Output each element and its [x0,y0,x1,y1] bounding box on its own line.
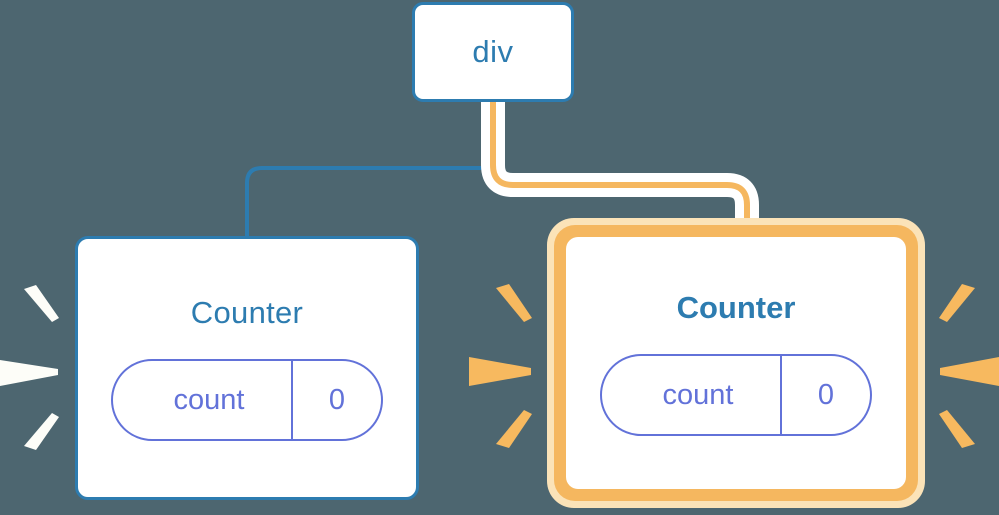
state-pill-right: count 0 [600,354,872,436]
edge-root-to-counter-left [245,100,495,238]
node-div-label: div [472,34,514,69]
node-counter-right-highlight-ring: Counter count 0 [554,225,918,501]
edge-root-to-counter-right [490,100,750,240]
node-counter-left-title: Counter [190,295,304,330]
state-pill-left: count 0 [111,359,383,441]
node-counter-right[interactable]: Counter count 0 [566,237,906,489]
state-key-right: count [662,378,734,411]
node-counter-right-highlight-halo: Counter count 0 [547,218,925,508]
state-value-left: 0 [291,361,381,439]
node-counter-left-body: Counter count 0 [78,239,416,497]
node-div[interactable]: div [412,2,574,102]
node-counter-right-title: Counter [676,290,796,325]
state-key-left: count [173,383,245,416]
node-counter-right-body: Counter count 0 [566,237,906,489]
node-counter-left[interactable]: Counter count 0 [75,236,419,500]
state-value-right: 0 [780,356,870,434]
